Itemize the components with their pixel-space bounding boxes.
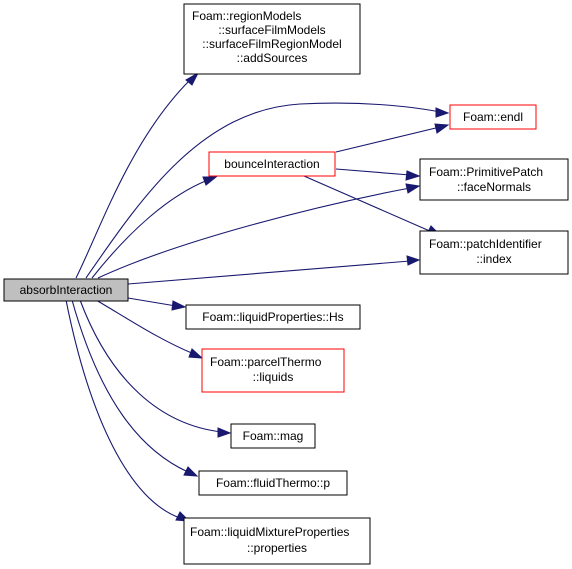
edge-absorb-to-liquids xyxy=(95,299,195,355)
node-parcel-thermo-liquids-line-2: ::liquids xyxy=(253,370,294,384)
node-add-sources-line-3: ::surfaceFilmRegionModel xyxy=(202,37,341,51)
node-mag-label: Foam::mag xyxy=(243,429,304,443)
edge-absorb-to-mag xyxy=(79,299,223,433)
edge-absorb-to-properties xyxy=(65,299,181,519)
edge-bounce-to-index xyxy=(303,175,433,233)
edge-bounce-to-facenormals xyxy=(335,168,411,176)
edge-absorb-to-hs xyxy=(127,297,177,307)
node-liquid-properties-hs-label: Foam::liquidProperties::Hs xyxy=(202,310,343,324)
node-face-normals-line-2: ::faceNormals xyxy=(457,180,531,194)
edges xyxy=(65,71,450,522)
node-fluid-thermo-p-label: Foam::fluidThermo::p xyxy=(216,476,330,490)
edge-absorb-to-liquids-arrow xyxy=(188,348,204,359)
edge-absorb-to-index-arrow xyxy=(406,255,421,266)
node-endl-label: Foam::endl xyxy=(463,110,523,124)
node-liquid-mixture-properties-line-2: ::properties xyxy=(247,541,307,555)
node-bounce-interaction[interactable]: bounceInteraction xyxy=(208,151,336,177)
edge-absorb-to-p xyxy=(71,299,189,473)
node-face-normals[interactable]: Foam::PrimitivePatch ::faceNormals xyxy=(419,158,569,201)
edge-absorb-to-index xyxy=(127,260,411,285)
node-bounce-interaction-label: bounceInteraction xyxy=(224,157,319,171)
node-absorb-interaction-label: absorbInteraction xyxy=(20,283,113,297)
node-patch-index[interactable]: Foam::patchIdentifier ::index xyxy=(419,230,569,275)
edge-absorb-to-facenormals-arrow xyxy=(405,183,421,194)
node-liquid-mixture-properties-line-1: Foam::liquidMixtureProperties xyxy=(190,525,349,539)
edge-absorb-to-p-arrow xyxy=(183,466,199,477)
edge-bounce-to-endl xyxy=(335,126,441,153)
edge-absorb-to-hs-arrow xyxy=(171,300,187,311)
edge-absorb-to-endl xyxy=(85,102,441,279)
edge-absorb-to-addsources-arrow xyxy=(185,71,200,86)
node-patch-index-line-2: ::index xyxy=(476,252,511,266)
edge-absorb-to-endl-arrow xyxy=(435,107,450,118)
edge-bounce-to-facenormals-arrow xyxy=(405,170,421,181)
node-parcel-thermo-liquids-line-1: Foam::parcelThermo xyxy=(210,355,322,369)
node-add-sources[interactable]: Foam::regionModels ::surfaceFilmModels :… xyxy=(183,3,361,75)
node-add-sources-line-4: ::addSources xyxy=(237,51,308,65)
edge-absorb-to-addsources xyxy=(75,79,191,279)
node-liquid-properties-hs[interactable]: Foam::liquidProperties::Hs xyxy=(185,304,361,330)
edge-bounce-to-endl-arrow xyxy=(434,123,450,134)
edge-absorb-to-bounce xyxy=(91,179,209,279)
node-endl[interactable]: Foam::endl xyxy=(449,104,537,130)
node-absorb-interaction[interactable]: absorbInteraction xyxy=(3,278,129,302)
node-fluid-thermo-p[interactable]: Foam::fluidThermo::p xyxy=(198,470,348,496)
node-face-normals-line-1: Foam::PrimitivePatch xyxy=(429,165,543,179)
node-patch-index-line-1: Foam::patchIdentifier xyxy=(429,237,542,251)
edge-absorb-to-facenormals xyxy=(97,187,411,279)
edge-absorb-to-bounce-arrow xyxy=(202,176,218,186)
node-mag[interactable]: Foam::mag xyxy=(230,423,316,449)
node-liquid-mixture-properties[interactable]: Foam::liquidMixtureProperties ::properti… xyxy=(183,517,371,565)
node-parcel-thermo-liquids[interactable]: Foam::parcelThermo ::liquids xyxy=(201,348,345,393)
node-add-sources-line-2: ::surfaceFilmModels xyxy=(218,23,325,37)
node-add-sources-line-1: Foam::regionModels xyxy=(192,9,301,23)
edge-absorb-to-mag-arrow xyxy=(217,427,232,438)
